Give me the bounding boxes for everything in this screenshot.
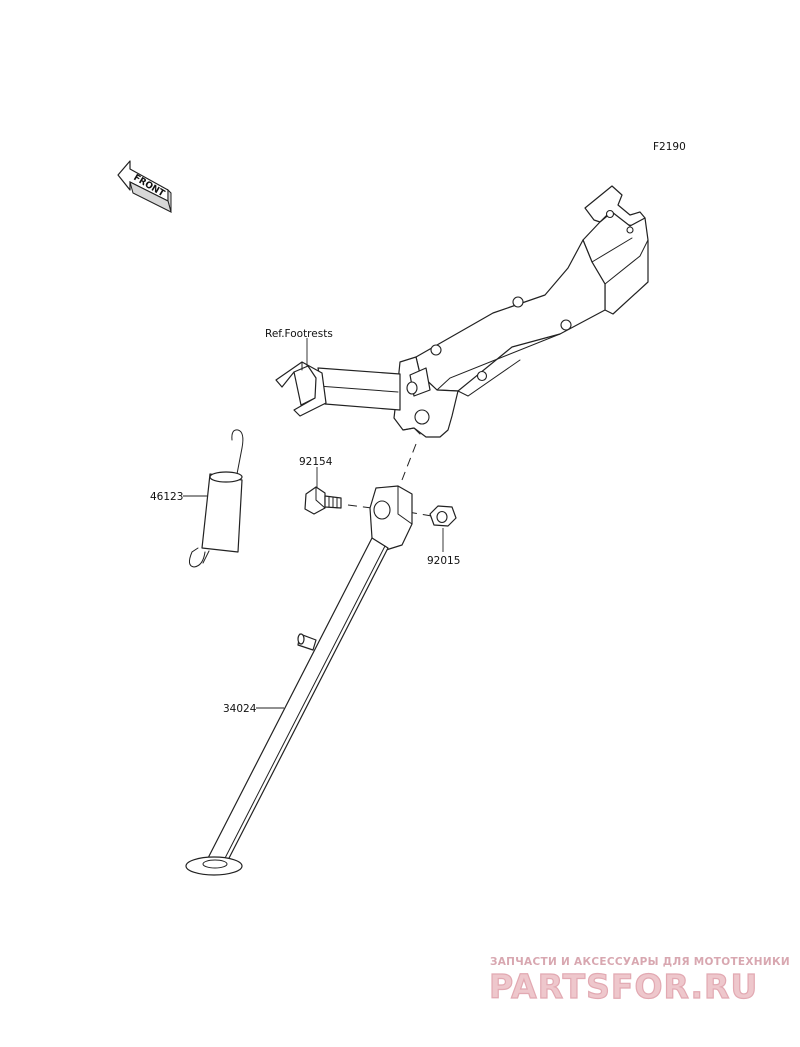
side-stand-34024: [185, 485, 413, 876]
footrest-bracket: [275, 361, 327, 417]
spring-label: 46123: [150, 491, 183, 503]
ref-footrests-label: Ref.Footrests: [265, 328, 333, 340]
frame-bracket: [317, 185, 649, 438]
nut-92015: [429, 505, 457, 527]
diagram-code: F2190: [653, 141, 686, 153]
watermark-tagline: ЗАПЧАСТИ И АКСЕССУАРЫ ДЛЯ МОТОТЕХНИКИ: [490, 956, 790, 968]
nut-label: 92015: [427, 555, 460, 567]
bolt-92154: [304, 486, 342, 515]
stand-label: 34024: [223, 703, 257, 715]
spring-46123: [188, 429, 244, 568]
bolt-label: 92154: [299, 456, 333, 468]
watermark-brand: PARTSFOR.RU: [489, 967, 758, 1006]
front-arrow-icon: FRONT: [117, 160, 172, 213]
